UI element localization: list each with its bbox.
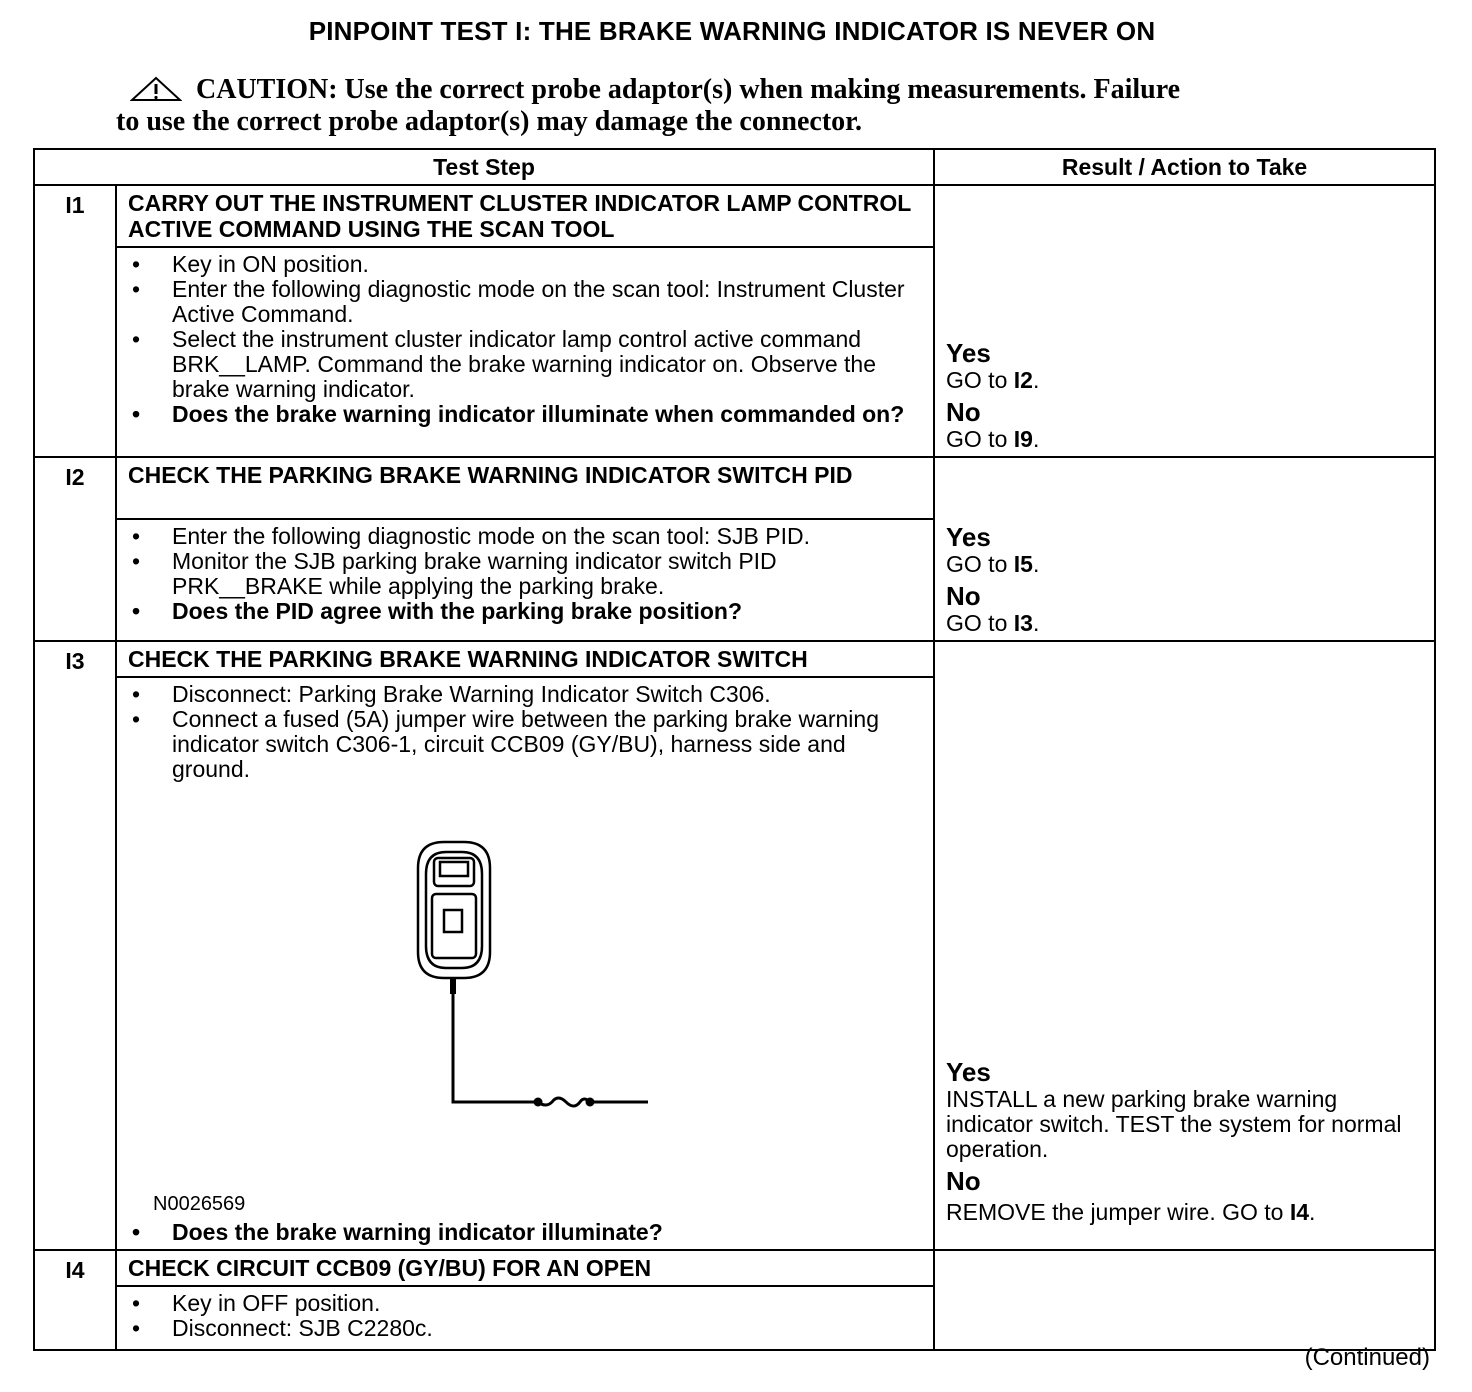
no-label: No [946, 397, 981, 427]
step-i3-result: Yes INSTALL a new parking brake warning … [933, 640, 1437, 1251]
step-question: Does the brake warning indicator illumin… [128, 1220, 927, 1246]
step-id: I2 [33, 456, 117, 642]
list-item: Enter the following diagnostic mode on t… [128, 277, 927, 327]
warning-triangle-icon [129, 76, 183, 101]
step-i2-result: Yes GO to I5. No GO to I3. [933, 456, 1437, 642]
caution-line-2: to use the correct probe adaptor(s) may … [116, 106, 863, 137]
yes-action: GO to I2. [946, 367, 1040, 393]
no-label: No [946, 1166, 981, 1196]
header-test-step: Test Step [32, 148, 936, 186]
list-item: Select the instrument cluster indicator … [128, 327, 927, 402]
step-i3-body-row: Disconnect: Parking Brake Warning Indica… [34, 676, 1435, 1251]
step-i1-result: Yes GO to I2. No GO to I9. [933, 184, 1437, 458]
step-i4-body-row: Key in OFF position. Disconnect: SJB C22… [34, 1285, 1435, 1351]
yes-label: Yes [946, 522, 991, 552]
figure-code: N0026569 [153, 1193, 246, 1215]
step-question: Does the PID agree with the parking brak… [128, 599, 927, 625]
header-result-action: Result / Action to Take [933, 148, 1437, 186]
step-i2-body-row: Enter the following diagnostic mode on t… [34, 518, 1435, 642]
step-question: Does the brake warning indicator illumin… [128, 402, 927, 428]
jumper-wire-diagram: N0026569 [128, 782, 927, 1220]
step-title: CHECK CIRCUIT CCB09 (GY/BU) FOR AN OPEN [114, 1249, 936, 1287]
step-i4-result [933, 1249, 1437, 1351]
list-item: Key in ON position. [128, 252, 927, 278]
connector-jumper-illustration [416, 840, 648, 1108]
no-label: No [946, 581, 981, 611]
no-action: REMOVE the jumper wire. GO to I4. [946, 1199, 1316, 1225]
step-body: Disconnect: Parking Brake Warning Indica… [114, 676, 936, 1251]
step-i4-title-row: I4 CHECK CIRCUIT CCB09 (GY/BU) FOR AN OP… [33, 1249, 1437, 1351]
no-action: GO to I3. [946, 610, 1040, 636]
list-item: Enter the following diagnostic mode on t… [128, 524, 927, 550]
page-title: PINPOINT TEST I: THE BRAKE WARNING INDIC… [308, 16, 1156, 46]
step-title: CHECK THE PARKING BRAKE WARNING INDICATO… [114, 456, 936, 520]
step-ref: I3 [1013, 610, 1033, 636]
pinpoint-test-table: Test Step Result / Action to Take I1 CAR… [32, 148, 1437, 1351]
step-ref: I2 [1013, 367, 1033, 393]
step-body: Enter the following diagnostic mode on t… [114, 518, 936, 642]
step-id: I4 [33, 1249, 117, 1351]
step-ref: I9 [1013, 426, 1033, 452]
yes-action: INSTALL a new parking brake warning indi… [946, 1086, 1402, 1162]
step-i1-title-row: I1 CARRY OUT THE INSTRUMENT CLUSTER INDI… [33, 184, 1437, 458]
list-item: Disconnect: Parking Brake Warning Indica… [128, 682, 927, 708]
table-header-row: Test Step Result / Action to Take [32, 148, 1437, 186]
list-item: Monitor the SJB parking brake warning in… [128, 549, 927, 599]
step-title: CARRY OUT THE INSTRUMENT CLUSTER INDICAT… [114, 184, 936, 248]
continued-label: (Continued) [1304, 1344, 1430, 1371]
list-item: Disconnect: SJB C2280c. [128, 1316, 927, 1342]
caution-note: CAUTION: Use the correct probe adaptor(s… [116, 74, 1346, 138]
step-ref: I5 [1013, 551, 1033, 577]
step-i2-title-row: I2 CHECK THE PARKING BRAKE WARNING INDIC… [33, 456, 1437, 642]
step-id: I1 [33, 184, 117, 458]
list-item: Connect a fused (5A) jumper wire between… [128, 707, 927, 782]
yes-label: Yes [946, 338, 991, 368]
list-item: Key in OFF position. [128, 1291, 927, 1317]
step-title: CHECK THE PARKING BRAKE WARNING INDICATO… [114, 640, 936, 678]
yes-label: Yes [946, 1057, 991, 1087]
step-id: I3 [33, 640, 117, 1251]
caution-line-1: CAUTION: Use the correct probe adaptor(s… [196, 74, 1181, 105]
step-i3-title-row: I3 CHECK THE PARKING BRAKE WARNING INDIC… [33, 640, 1437, 1251]
no-action: GO to I9. [946, 426, 1040, 452]
step-i1-body-row: Key in ON position. Enter the following … [34, 246, 1435, 458]
step-ref: I4 [1289, 1199, 1310, 1225]
step-body: Key in OFF position. Disconnect: SJB C22… [114, 1285, 936, 1351]
step-body: Key in ON position. Enter the following … [114, 246, 936, 458]
yes-action: GO to I5. [946, 551, 1040, 577]
